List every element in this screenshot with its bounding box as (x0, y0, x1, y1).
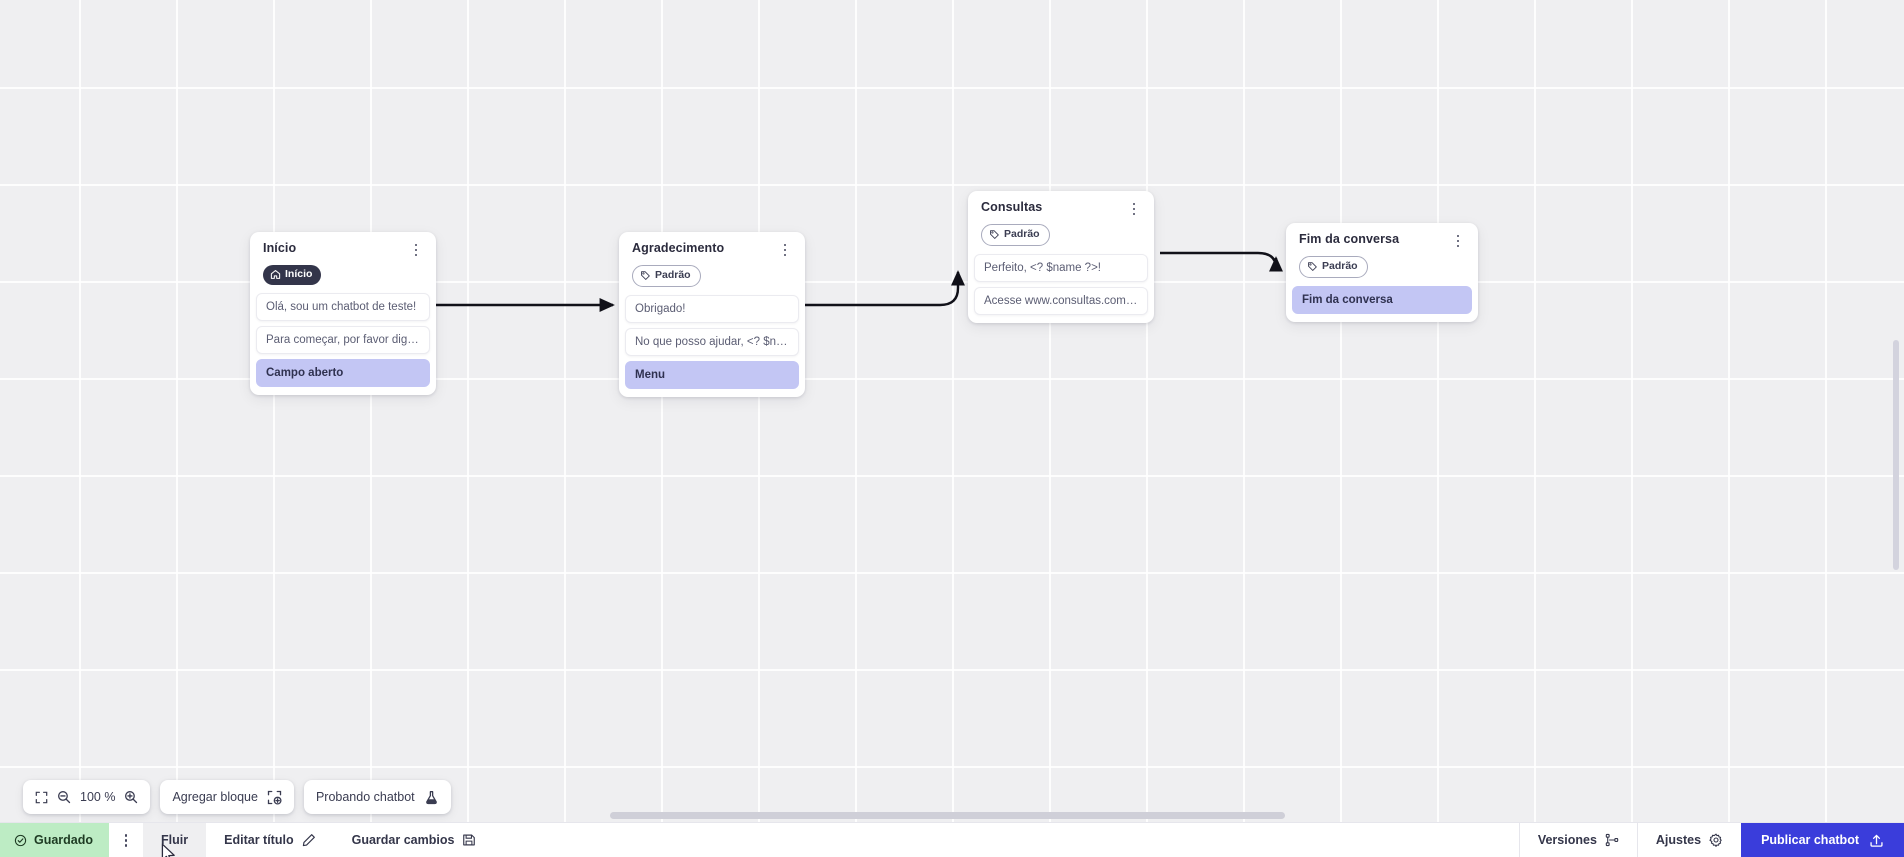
node-row-selected[interactable]: Menu (625, 361, 799, 389)
edit-title-button[interactable]: Editar título (206, 823, 333, 857)
node-title: Agradecimento (632, 241, 725, 255)
node-title: Consultas (981, 200, 1043, 214)
test-chatbot-label: Probando chatbot (315, 790, 415, 804)
node-menu-button[interactable] (1127, 201, 1141, 217)
node-badge-padrao[interactable]: Padrão (632, 265, 701, 287)
node-rows: Olá, sou um chatbot de teste! Para começ… (250, 293, 436, 387)
versions-button[interactable]: Versiones (1520, 823, 1637, 857)
node-badge-row: Padrão (619, 258, 805, 287)
add-block-button[interactable]: Agregar bloque (160, 780, 294, 814)
node-row[interactable]: Perfeito, <? $name ?>! (974, 254, 1148, 282)
bottom-kebab-menu-button[interactable] (109, 823, 143, 857)
home-icon (270, 269, 281, 279)
canvas-horizontal-scrollbar[interactable] (610, 812, 1285, 819)
kebab-menu-icon (119, 833, 133, 849)
tab-fluir[interactable]: Fluir (143, 823, 207, 857)
check-circle-icon (14, 834, 27, 846)
settings-button[interactable]: Ajustes (1638, 823, 1741, 857)
node-badge-label: Padrão (1004, 228, 1040, 241)
node-badge-label: Padrão (1322, 260, 1358, 273)
bottom-bar-divider (1518, 823, 1520, 857)
bottom-bar: Guardado Fluir Editar título Guardar cam… (0, 822, 1904, 857)
node-row[interactable]: Acesse www.consultas.com par... (974, 287, 1148, 315)
node-badge-label: Padrão (655, 269, 691, 282)
gear-icon (1709, 833, 1722, 847)
node-badge-label: Início (285, 268, 313, 281)
canvas-toolbar: 100 % Agregar bloque Probando chatbot (23, 780, 451, 814)
save-changes-button[interactable]: Guardar cambios (334, 823, 495, 857)
edit-title-label: Editar título (224, 833, 294, 847)
bottom-bar-spacer (494, 823, 1518, 857)
node-rows: Fim da conversa (1286, 286, 1478, 314)
status-badge-saved: Guardado (0, 823, 110, 857)
canvas-vertical-scrollbar[interactable] (1893, 340, 1899, 570)
publish-chatbot-button[interactable]: Publicar chatbot (1741, 823, 1904, 857)
zoom-level-label: 100 % (80, 790, 116, 804)
zoom-in-icon[interactable] (124, 790, 138, 804)
zoom-out-icon[interactable] (57, 790, 71, 804)
node-badge-inicio[interactable]: Início (263, 265, 322, 285)
flow-node-fim-da-conversa[interactable]: Fim da conversa Padrão Fim da conversa (1286, 223, 1478, 322)
node-badge-row: Padrão (1286, 249, 1478, 278)
branch-icon (1605, 833, 1619, 847)
tag-icon (641, 271, 650, 280)
save-changes-label: Guardar cambios (351, 833, 455, 847)
flow-node-inicio[interactable]: Início Início Olá, sou um chatbot de tes… (250, 232, 436, 395)
bottom-bar-divider (1636, 823, 1638, 857)
flow-connectors (436, 251, 1283, 312)
node-menu-button[interactable] (1451, 233, 1465, 249)
mouse-cursor (161, 843, 175, 857)
node-header: Consultas (968, 200, 1154, 217)
settings-label: Ajustes (1655, 833, 1702, 847)
versions-label: Versiones (1537, 833, 1597, 847)
node-badge-row: Início (250, 258, 436, 285)
node-row[interactable]: Obrigado! (625, 295, 799, 323)
tab-fluir-label: Fluir (161, 833, 189, 847)
tag-icon (990, 230, 999, 239)
node-badge-row: Padrão (968, 217, 1154, 246)
test-chatbot-button[interactable]: Probando chatbot (303, 780, 451, 814)
fit-screen-icon[interactable] (35, 791, 48, 804)
saved-label: Guardado (34, 833, 94, 847)
node-menu-button[interactable] (778, 242, 792, 258)
node-rows: Obrigado! No que posso ajudar, <? $name … (619, 295, 805, 389)
node-title: Início (263, 241, 297, 255)
tag-icon (1308, 262, 1317, 271)
node-title: Fim da conversa (1299, 232, 1400, 246)
node-rows: Perfeito, <? $name ?>! Acesse www.consul… (968, 254, 1154, 315)
node-row[interactable]: Olá, sou um chatbot de teste! (256, 293, 430, 321)
node-header: Agradecimento (619, 241, 805, 258)
node-badge-padrao[interactable]: Padrão (1299, 256, 1368, 278)
flow-node-consultas[interactable]: Consultas Padrão Perfeito, <? $name ?>! … (968, 191, 1154, 323)
flask-icon (424, 790, 439, 805)
node-menu-button[interactable] (409, 242, 423, 258)
add-block-icon (267, 790, 282, 805)
save-icon (463, 834, 476, 846)
upload-icon (1870, 834, 1883, 847)
node-row-selected[interactable]: Campo aberto (256, 359, 430, 387)
node-badge-padrao[interactable]: Padrão (981, 224, 1050, 246)
publish-label: Publicar chatbot (1761, 833, 1859, 847)
node-row-selected[interactable]: Fim da conversa (1292, 286, 1472, 314)
node-row[interactable]: No que posso ajudar, <? $name ... (625, 328, 799, 356)
zoom-controls: 100 % (23, 780, 151, 814)
add-block-label: Agregar bloque (172, 790, 258, 804)
pencil-icon (302, 834, 315, 847)
node-header: Início (250, 241, 436, 258)
edge-agradecimento-to-consultas (805, 270, 965, 307)
flow-node-agradecimento[interactable]: Agradecimento Padrão Obrigado! No que po… (619, 232, 805, 397)
flow-canvas[interactable]: Início Início Olá, sou um chatbot de tes… (0, 0, 1904, 822)
edge-consultas-to-fim (1160, 251, 1283, 272)
node-row[interactable]: Para começar, por favor digite o ... (256, 326, 430, 354)
node-header: Fim da conversa (1286, 232, 1478, 249)
